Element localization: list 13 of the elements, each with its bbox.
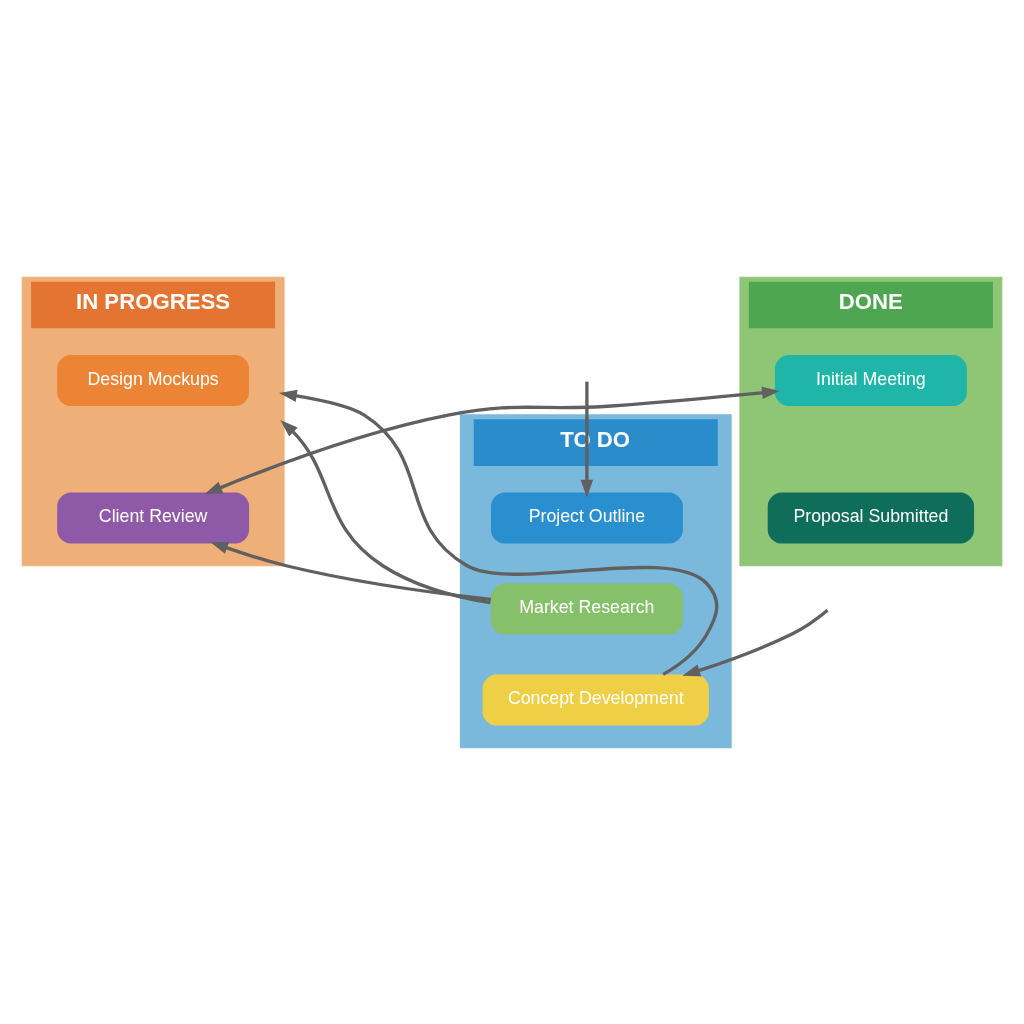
node-box: Client Review [57, 492, 250, 544]
node-box: Initial Meeting [774, 354, 967, 406]
arrow [280, 419, 491, 604]
arrow [580, 381, 594, 498]
node-box: Proposal Submitted [767, 492, 975, 544]
node-box: Concept Development [482, 673, 709, 725]
arrow [682, 608, 829, 676]
arrow [279, 389, 719, 676]
arrow [204, 386, 780, 494]
node-box: Project Outline [490, 492, 683, 544]
arrow [210, 541, 492, 601]
node-box: Market Research [490, 583, 683, 635]
node-box: Design Mockups [57, 354, 250, 406]
